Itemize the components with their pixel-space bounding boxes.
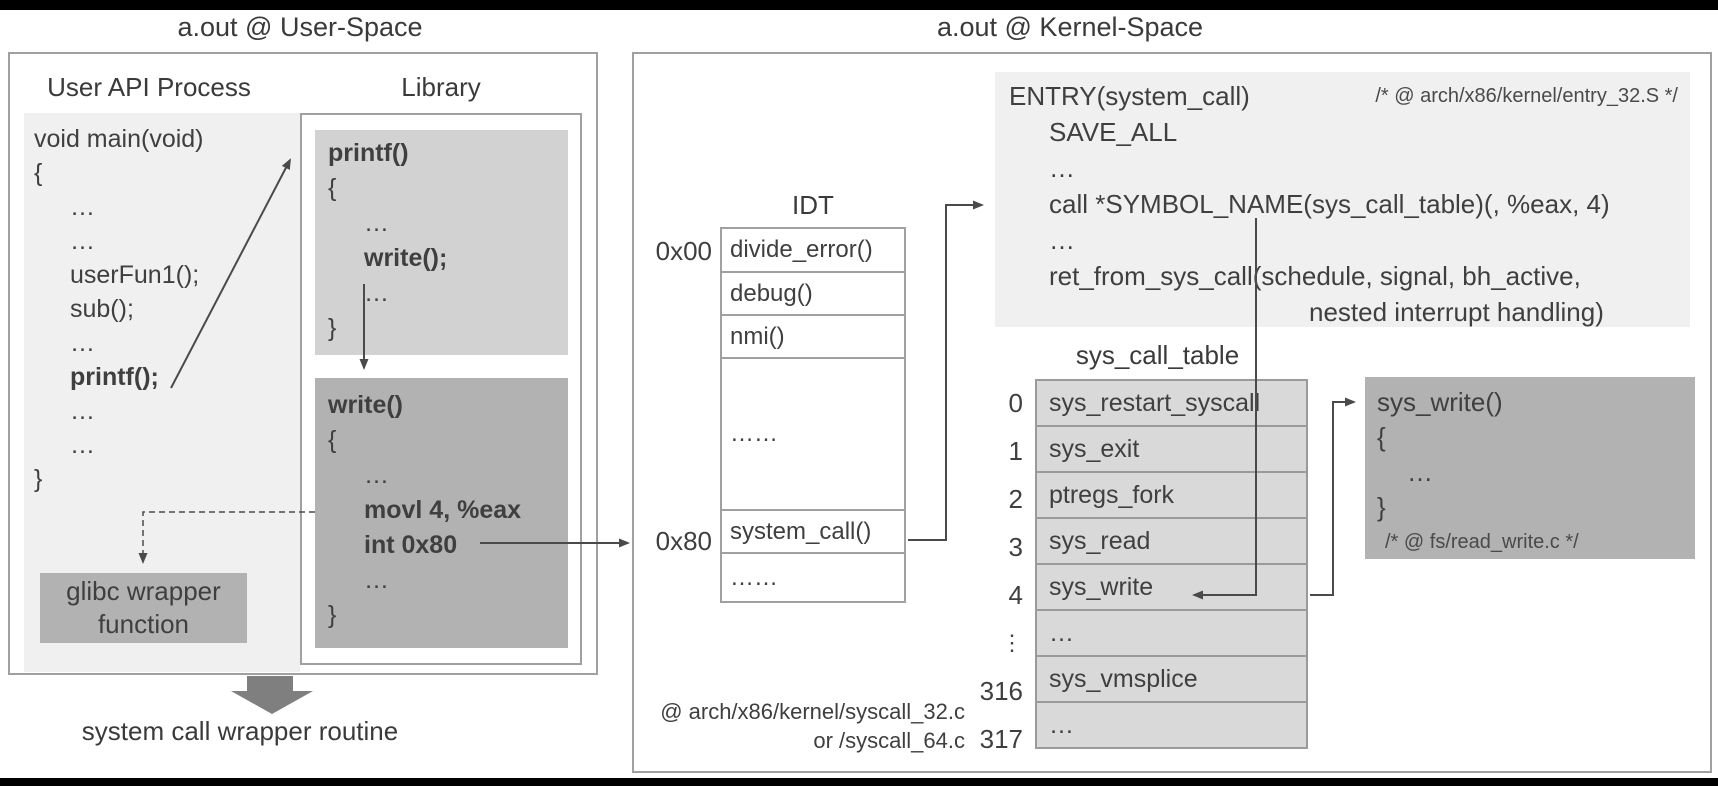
idt-row-ellipsis: …… xyxy=(720,357,906,511)
code-line: … xyxy=(70,397,95,425)
sct-row-write: sys_write xyxy=(1035,563,1308,611)
idt-cell: …… xyxy=(730,563,778,591)
code-line: … xyxy=(70,431,95,459)
entry-line: … xyxy=(1049,225,1075,255)
sct-row-read: sys_read xyxy=(1035,517,1308,565)
code-line: { xyxy=(1377,422,1386,452)
sct-cell: sys_vmsplice xyxy=(1049,664,1198,693)
code-line: … xyxy=(364,461,389,489)
idt-row-debug: debug() xyxy=(720,271,906,316)
user-api-process-label: User API Process xyxy=(47,72,251,102)
glibc-line: glibc wrapper xyxy=(66,576,221,606)
idt-row-ellipsis2: …… xyxy=(720,552,906,603)
sct-row-exit: sys_exit xyxy=(1035,425,1308,473)
write-function-block: write() { … movl 4, %eax int 0x80 … } xyxy=(315,378,568,648)
code-line: { xyxy=(34,159,43,187)
bottom-black-bar xyxy=(0,778,1718,786)
idt-table: divide_error() debug() nmi() …… system_c… xyxy=(720,227,906,603)
entry-line: ENTRY(system_call) /* @ arch/x86/kernel/… xyxy=(1009,78,1690,114)
code-line: } xyxy=(34,465,43,493)
code-line: … xyxy=(1407,457,1433,487)
int-0x80-line: int 0x80 xyxy=(364,531,458,559)
sct-cell: ptregs_fork xyxy=(1049,480,1175,509)
sct-cell: sys_exit xyxy=(1049,434,1140,463)
code-line: write() xyxy=(328,391,403,419)
glibc-wrapper-box: glibc wrapper function xyxy=(40,573,247,643)
source-path-line: or /syscall_64.c xyxy=(813,728,965,753)
code-line: } xyxy=(328,314,337,342)
entry-line: … xyxy=(1049,153,1075,183)
idt-title: IDT xyxy=(792,190,834,220)
glibc-line: function xyxy=(97,609,190,639)
entry-source-comment: /* @ arch/x86/kernel/entry_32.S */ xyxy=(1375,85,1678,107)
code-line: printf() xyxy=(328,139,409,167)
movl-line: movl 4, %eax xyxy=(364,496,522,524)
sct-index: 316 xyxy=(979,675,1023,706)
sct-cell: sys_write xyxy=(1049,572,1154,601)
big-down-block-arrow xyxy=(231,676,313,714)
sys-call-table: sys_restart_syscall sys_exit ptregs_fork… xyxy=(1035,379,1308,749)
code-line: … xyxy=(364,566,389,594)
wrapper-routine-caption: system call wrapper routine xyxy=(81,716,399,746)
sct-row-vmsplice: sys_vmsplice xyxy=(1035,655,1308,703)
code-line: … xyxy=(70,193,95,221)
sys-write-source-comment: /* @ fs/read_write.c */ xyxy=(1385,531,1579,553)
sct-index: ⋮ xyxy=(1001,630,1023,655)
code-line: … xyxy=(70,227,95,255)
code-line: { xyxy=(328,426,337,454)
sys-write-function-block: sys_write() { … } /* @ fs/read_write.c *… xyxy=(1365,377,1695,559)
sct-cell: sys_read xyxy=(1049,526,1151,555)
sct-index: 3 xyxy=(1008,531,1023,562)
sys-call-table-indices: 0 1 2 3 4 ⋮ 316 317 xyxy=(915,379,1023,763)
idt-cell: nmi() xyxy=(730,322,785,350)
idt-cell: debug() xyxy=(730,279,813,307)
write-call-line: write(); xyxy=(364,244,448,272)
printf-function-block: printf() { … write(); … } xyxy=(315,130,568,355)
sys-call-table-title: sys_call_table xyxy=(1075,340,1240,370)
entry-label: ENTRY(system_call) xyxy=(1009,81,1250,111)
code-line: … xyxy=(364,209,389,237)
sct-cell: sys_restart_syscall xyxy=(1049,388,1261,417)
code-line: … xyxy=(364,279,389,307)
sct-index: 1 xyxy=(1008,435,1023,466)
code-line: } xyxy=(1377,492,1386,522)
sct-row-ellipsis: … xyxy=(1035,609,1308,657)
sct-index: 0 xyxy=(1008,387,1023,418)
entry-system-call-block: ENTRY(system_call) /* @ arch/x86/kernel/… xyxy=(995,72,1690,327)
code-line: … xyxy=(70,329,95,357)
code-line: { xyxy=(328,174,337,202)
code-line: void main(void) xyxy=(34,125,204,153)
kernel-space-title: a.out @ Kernel-Space xyxy=(936,12,1204,42)
sct-row-ptregs-fork: ptregs_fork xyxy=(1035,471,1308,519)
idt-row-system-call: system_call() xyxy=(720,509,906,554)
sct-index: 317 xyxy=(979,723,1023,754)
sct-index: 2 xyxy=(1008,483,1023,514)
sct-row-restart-syscall: sys_restart_syscall xyxy=(1035,379,1308,427)
library-label: Library xyxy=(401,72,481,102)
idt-label-0x00: 0x00 xyxy=(655,236,712,266)
syscall-source-paths: @ arch/x86/kernel/syscall_32.c or /sysca… xyxy=(600,697,965,755)
top-black-bar xyxy=(0,0,1718,10)
idt-row-nmi: nmi() xyxy=(720,314,906,359)
sct-row-ellipsis2: … xyxy=(1035,701,1308,749)
sct-index: 4 xyxy=(1008,579,1023,610)
code-line: sys_write() xyxy=(1377,387,1503,417)
idt-cell: system_call() xyxy=(730,517,872,545)
sct-cell: … xyxy=(1049,710,1074,739)
printf-call-line: printf(); xyxy=(70,363,159,391)
user-space-title: a.out @ User-Space xyxy=(177,12,423,42)
code-line: sub(); xyxy=(70,295,134,323)
entry-call-line: call *SYMBOL_NAME(sys_call_table)(, %eax… xyxy=(1049,189,1610,219)
source-path-line: @ arch/x86/kernel/syscall_32.c xyxy=(660,699,965,724)
code-line: userFun1(); xyxy=(70,261,200,289)
entry-ret-line: ret_from_sys_call(schedule, signal, bh_a… xyxy=(1049,261,1581,291)
idt-cell: divide_error() xyxy=(730,236,873,263)
code-line: } xyxy=(328,601,337,629)
idt-cell: …… xyxy=(730,420,778,447)
entry-line: SAVE_ALL xyxy=(1049,117,1178,147)
entry-line: nested interrupt handling) xyxy=(1309,297,1604,327)
idt-row-divide-error: divide_error() xyxy=(720,227,906,273)
idt-label-0x80: 0x80 xyxy=(655,526,712,556)
sct-cell: … xyxy=(1049,618,1074,647)
